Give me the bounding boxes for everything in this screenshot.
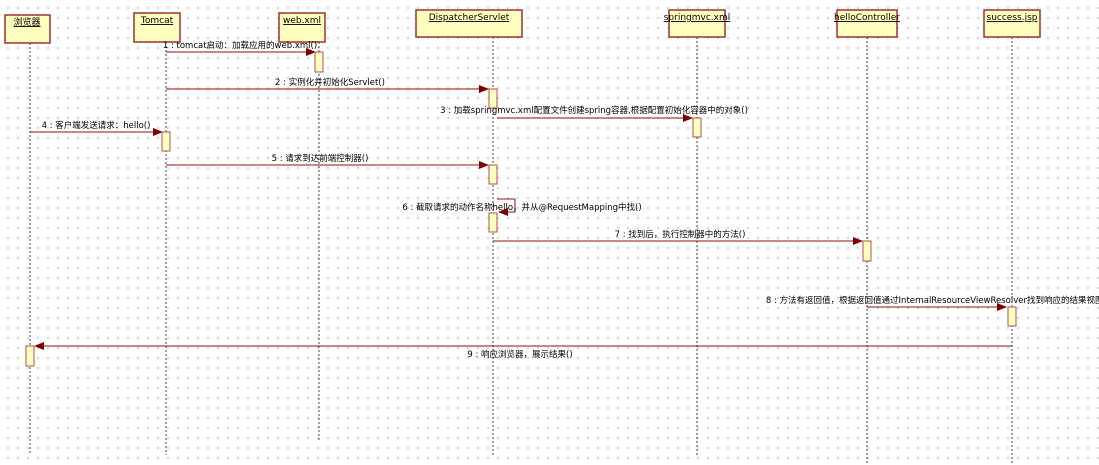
activation-bar bbox=[25, 345, 35, 367]
message-label: 5 : 请求到达前端控制器() bbox=[272, 153, 369, 164]
participant-tomcat[interactable]: Tomcat bbox=[133, 12, 181, 43]
activation-bar bbox=[488, 164, 498, 185]
activation-bar bbox=[488, 212, 498, 233]
message-4[interactable]: 4 : 客户端发送请求：hello() bbox=[30, 120, 171, 152]
participant-webxml[interactable]: web.xml bbox=[278, 12, 326, 43]
activation-bar bbox=[314, 51, 324, 73]
message-label: 8 : 方法有返回值，根据返回值通过InternalResourceViewRe… bbox=[766, 295, 1099, 306]
message-2[interactable]: 2 : 实例化并初始化Servlet() bbox=[166, 77, 498, 109]
message-label: 2 : 实例化并初始化Servlet() bbox=[275, 77, 385, 88]
activation-bar bbox=[488, 88, 498, 109]
activation-bar bbox=[1007, 306, 1017, 327]
participant-successjsp[interactable]: success.jsp bbox=[983, 9, 1041, 38]
participant-browser[interactable]: 浏览器 bbox=[4, 14, 51, 44]
participant-hellocontroller[interactable]: helloController bbox=[834, 9, 900, 38]
message-label: 6 : 截取请求的动作名称hello，并从@RequestMapping中找() bbox=[402, 202, 641, 213]
participant-dispatcherservlet[interactable]: DispatcherServlet bbox=[415, 9, 523, 38]
participant-label: success.jsp bbox=[987, 13, 1038, 23]
message-6[interactable]: 6 : 截取请求的动作名称hello，并从@RequestMapping中找() bbox=[402, 198, 642, 233]
participant-label: DispatcherServlet bbox=[429, 13, 510, 23]
message-label: 9 : 响应浏览器，展示结果() bbox=[467, 349, 572, 360]
participant-label: helloController bbox=[834, 13, 900, 23]
message-label: 7 : 找到后，执行控制器中的方法() bbox=[615, 229, 746, 240]
message-5[interactable]: 5 : 请求到达前端控制器() bbox=[166, 153, 498, 185]
participant-label: springmvc.xml bbox=[664, 13, 731, 23]
activation-bar bbox=[161, 131, 171, 152]
message-7[interactable]: 7 : 找到后，执行控制器中的方法() bbox=[493, 229, 872, 262]
message-label: 4 : 客户端发送请求：hello() bbox=[42, 120, 151, 131]
participant-label: Tomcat bbox=[140, 16, 174, 26]
message-label: 3 : 加载springmvc.xml配置文件创建spring容器,根据配置初始… bbox=[440, 105, 748, 116]
participant-label: 浏览器 bbox=[13, 16, 40, 28]
message-3[interactable]: 3 : 加载springmvc.xml配置文件创建spring容器,根据配置初始… bbox=[440, 105, 748, 138]
message-1[interactable]: 1 : tomcat启动：加载应用的web.xml() bbox=[163, 40, 324, 73]
message-9[interactable]: 9 : 响应浏览器，展示结果() bbox=[25, 342, 1012, 367]
participant-label: web.xml bbox=[283, 16, 321, 26]
participant-springmvcxml[interactable]: springmvc.xml bbox=[664, 9, 731, 38]
activation-bar bbox=[862, 240, 872, 262]
message-8[interactable]: 8 : 方法有返回值，根据返回值通过InternalResourceViewRe… bbox=[766, 295, 1099, 327]
message-label: 1 : tomcat启动：加载应用的web.xml() bbox=[163, 40, 317, 51]
activation-bar bbox=[692, 117, 702, 138]
